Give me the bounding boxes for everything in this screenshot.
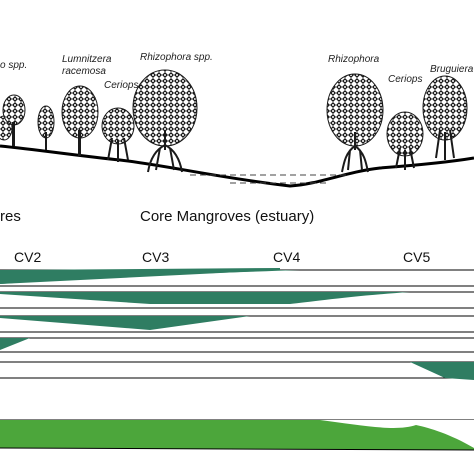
band-row-1-fill — [0, 268, 280, 284]
label-rhizophora-partial: o spp. — [0, 60, 27, 71]
heading-core-mangroves: Core Mangroves (estuary) — [140, 208, 314, 225]
label-ceriops-right: Ceriops — [388, 74, 422, 85]
heading-left-partial: res — [0, 208, 21, 225]
prop-root-icon — [395, 147, 415, 170]
tree-lumnitzera-shrub — [37, 105, 55, 150]
band-row-2-fill — [0, 292, 410, 304]
band-row-4-fill — [0, 338, 30, 350]
cv-label-cv2: CV2 — [14, 249, 41, 265]
tree-ceriops-right — [386, 111, 424, 170]
tree-small-left — [2, 94, 26, 146]
prop-root-icon — [147, 130, 183, 173]
tree-rhizophora-right — [326, 73, 384, 173]
band-row-5-fill — [410, 362, 474, 380]
label-rhizophora-right: Rhizophora — [328, 54, 380, 65]
tree-ceriops-left — [101, 107, 135, 162]
label-lumnitzera-line1: Lumnitzera — [62, 54, 112, 65]
tree-bruguiera — [422, 75, 468, 160]
cv-label-cv4: CV4 — [273, 249, 300, 265]
cv-label-cv5: CV5 — [403, 249, 430, 265]
label-bruguiera-partial: Bruguiera — [430, 64, 474, 75]
tree-lumnitzera-racemosa — [61, 85, 99, 156]
band-row-6-fill — [0, 420, 474, 450]
label-lumnitzera-line2: racemosa — [62, 66, 106, 77]
cv-label-cv3: CV3 — [142, 249, 169, 265]
band-row-6-outline — [0, 447, 474, 451]
band-row-6-notch — [320, 420, 474, 448]
prop-root-icon — [341, 132, 369, 173]
band-row-3-fill — [0, 316, 250, 330]
label-ceriops-left: Ceriops — [104, 80, 138, 91]
label-rhizophora-spp: Rhizophora spp. — [140, 52, 213, 63]
tree-rhizophora-large — [132, 69, 198, 173]
